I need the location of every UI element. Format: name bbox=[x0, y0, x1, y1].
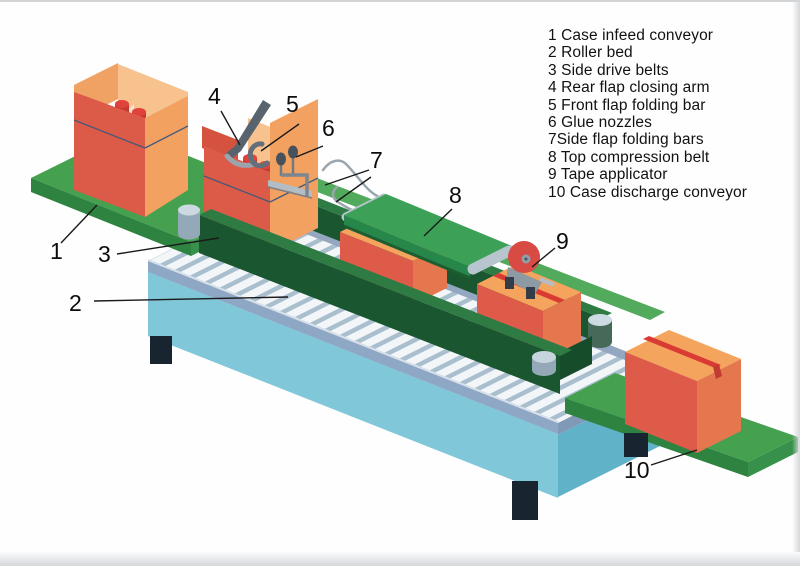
sealed-case-discharge bbox=[625, 330, 741, 453]
belt-pulley bbox=[178, 210, 200, 240]
scan-edge-top bbox=[0, 0, 800, 2]
legend-item: 7Side flap folding bars bbox=[548, 131, 704, 149]
callout-4: 4 bbox=[208, 83, 221, 109]
callout-9: 9 bbox=[556, 228, 569, 254]
callout-5: 5 bbox=[286, 91, 299, 117]
machine-leg bbox=[150, 336, 172, 364]
callout-8: 8 bbox=[449, 182, 462, 208]
legend-item: 2 Roller bed bbox=[548, 44, 633, 62]
conveyor-leg bbox=[624, 433, 648, 457]
callout-10: 10 bbox=[624, 457, 650, 483]
side-drive-belt-near bbox=[178, 204, 592, 394]
callout-7: 7 bbox=[370, 147, 383, 173]
open-case-infeed bbox=[73, 63, 189, 217]
machine-leg bbox=[512, 481, 538, 520]
front-flap-folding-bar bbox=[247, 141, 313, 199]
legend-item: 5 Front flap folding bar bbox=[548, 96, 706, 114]
legend-item: 9 Tape applicator bbox=[548, 166, 668, 184]
tape-stripe bbox=[643, 336, 721, 368]
legend-item: 8 Top compression belt bbox=[548, 148, 710, 166]
callout-2: 2 bbox=[69, 290, 82, 316]
legend-item: 1 Case infeed conveyor bbox=[548, 27, 714, 44]
leader-lines bbox=[60, 110, 698, 466]
legend: 1 Case infeed conveyor 2 Roller bed 3 Si… bbox=[548, 27, 793, 201]
callout-1: 1 bbox=[50, 238, 63, 264]
legend-item: 3 Side drive belts bbox=[548, 61, 669, 79]
far-belt-pulley bbox=[588, 320, 612, 348]
legend-item: 4 Rear flap closing arm bbox=[548, 79, 710, 97]
legend-item: 6 Glue nozzles bbox=[548, 114, 652, 132]
machine-body-front bbox=[148, 272, 558, 498]
legend-item: 10 Case discharge conveyor bbox=[548, 183, 748, 201]
callout-3: 3 bbox=[98, 241, 111, 267]
scan-edge-right bbox=[792, 0, 800, 566]
scan-edge-bottom bbox=[0, 552, 800, 566]
callout-6: 6 bbox=[322, 115, 335, 141]
glue-nozzles bbox=[276, 145, 309, 196]
tape-applicator bbox=[505, 241, 555, 299]
top-compression-belt bbox=[341, 193, 515, 280]
